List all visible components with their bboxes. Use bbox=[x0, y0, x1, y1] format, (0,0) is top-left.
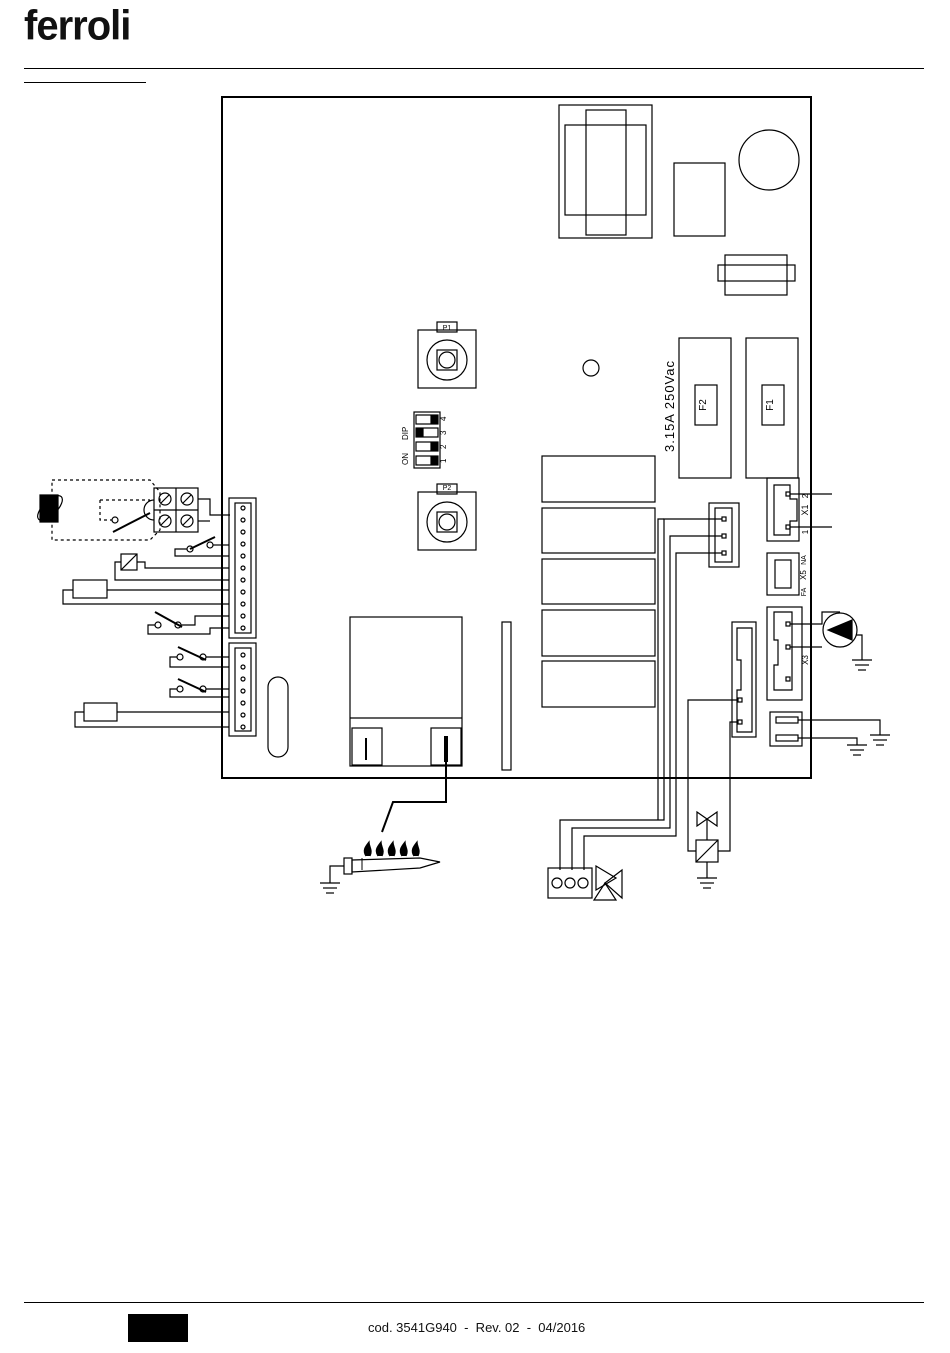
gas-valve-icon bbox=[688, 812, 730, 888]
footer-rule bbox=[24, 1302, 924, 1303]
connector-earth bbox=[770, 712, 890, 755]
connector-x1: X1 2 1 bbox=[767, 478, 832, 541]
mounting-hole bbox=[583, 360, 599, 376]
burner-icon bbox=[320, 762, 446, 893]
connector-x3: X3 bbox=[767, 607, 810, 700]
pot-p2-label: P2 bbox=[443, 485, 452, 492]
x5-fa-label: FA bbox=[801, 587, 808, 596]
relay-block bbox=[674, 163, 725, 236]
dip-number-2: 2 bbox=[439, 444, 448, 449]
x1-pin-1: 1 bbox=[801, 529, 810, 534]
remote-control-terminal bbox=[34, 480, 230, 540]
fuse-f1-label: F1 bbox=[765, 399, 776, 411]
filter-component bbox=[718, 255, 795, 295]
connector-x5: X5 FA NA bbox=[767, 553, 808, 596]
dip-number-3: 3 bbox=[439, 430, 448, 435]
page-number-box bbox=[128, 1314, 188, 1342]
transformer bbox=[559, 105, 652, 238]
fuse-f2-label: F2 bbox=[698, 399, 709, 411]
diverter-valve-icon bbox=[548, 866, 622, 900]
fuse-rating-label: 3.15A 250Vac bbox=[662, 360, 677, 452]
x1-pin-2: 2 bbox=[801, 493, 810, 498]
ignition-transformer bbox=[350, 617, 462, 766]
capacitor-icon bbox=[739, 130, 799, 190]
x5-na-label: NA bbox=[801, 555, 808, 565]
control-board bbox=[222, 97, 811, 778]
connector-gas-valve bbox=[688, 622, 756, 843]
fuse-f1: F1 bbox=[746, 338, 798, 478]
x1-label: X1 bbox=[800, 504, 810, 515]
x5-label: X5 bbox=[799, 570, 808, 580]
potentiometer-p2: P2 bbox=[418, 484, 476, 550]
left-wiring bbox=[63, 537, 229, 727]
pot-p1-label: P1 bbox=[443, 325, 452, 332]
connector-left-top bbox=[229, 498, 256, 638]
relay-array bbox=[542, 456, 655, 707]
document-code: cod. 3541G940 - Rev. 02 - 04/2016 bbox=[368, 1320, 585, 1335]
dip-switch: DIP ON 1 2 3 4 bbox=[401, 412, 448, 468]
potentiometer-p1: P1 bbox=[418, 322, 476, 388]
heatsink-bar bbox=[502, 622, 511, 770]
x3-label: X3 bbox=[801, 655, 810, 665]
fuse-f2: F2 bbox=[679, 338, 731, 478]
dip-on-label: ON bbox=[401, 453, 410, 465]
dip-number-4: 4 bbox=[439, 416, 448, 421]
dip-number-1: 1 bbox=[439, 458, 448, 463]
slot bbox=[268, 677, 288, 757]
dip-title: DIP bbox=[401, 427, 410, 440]
connector-left-bottom bbox=[229, 643, 256, 736]
